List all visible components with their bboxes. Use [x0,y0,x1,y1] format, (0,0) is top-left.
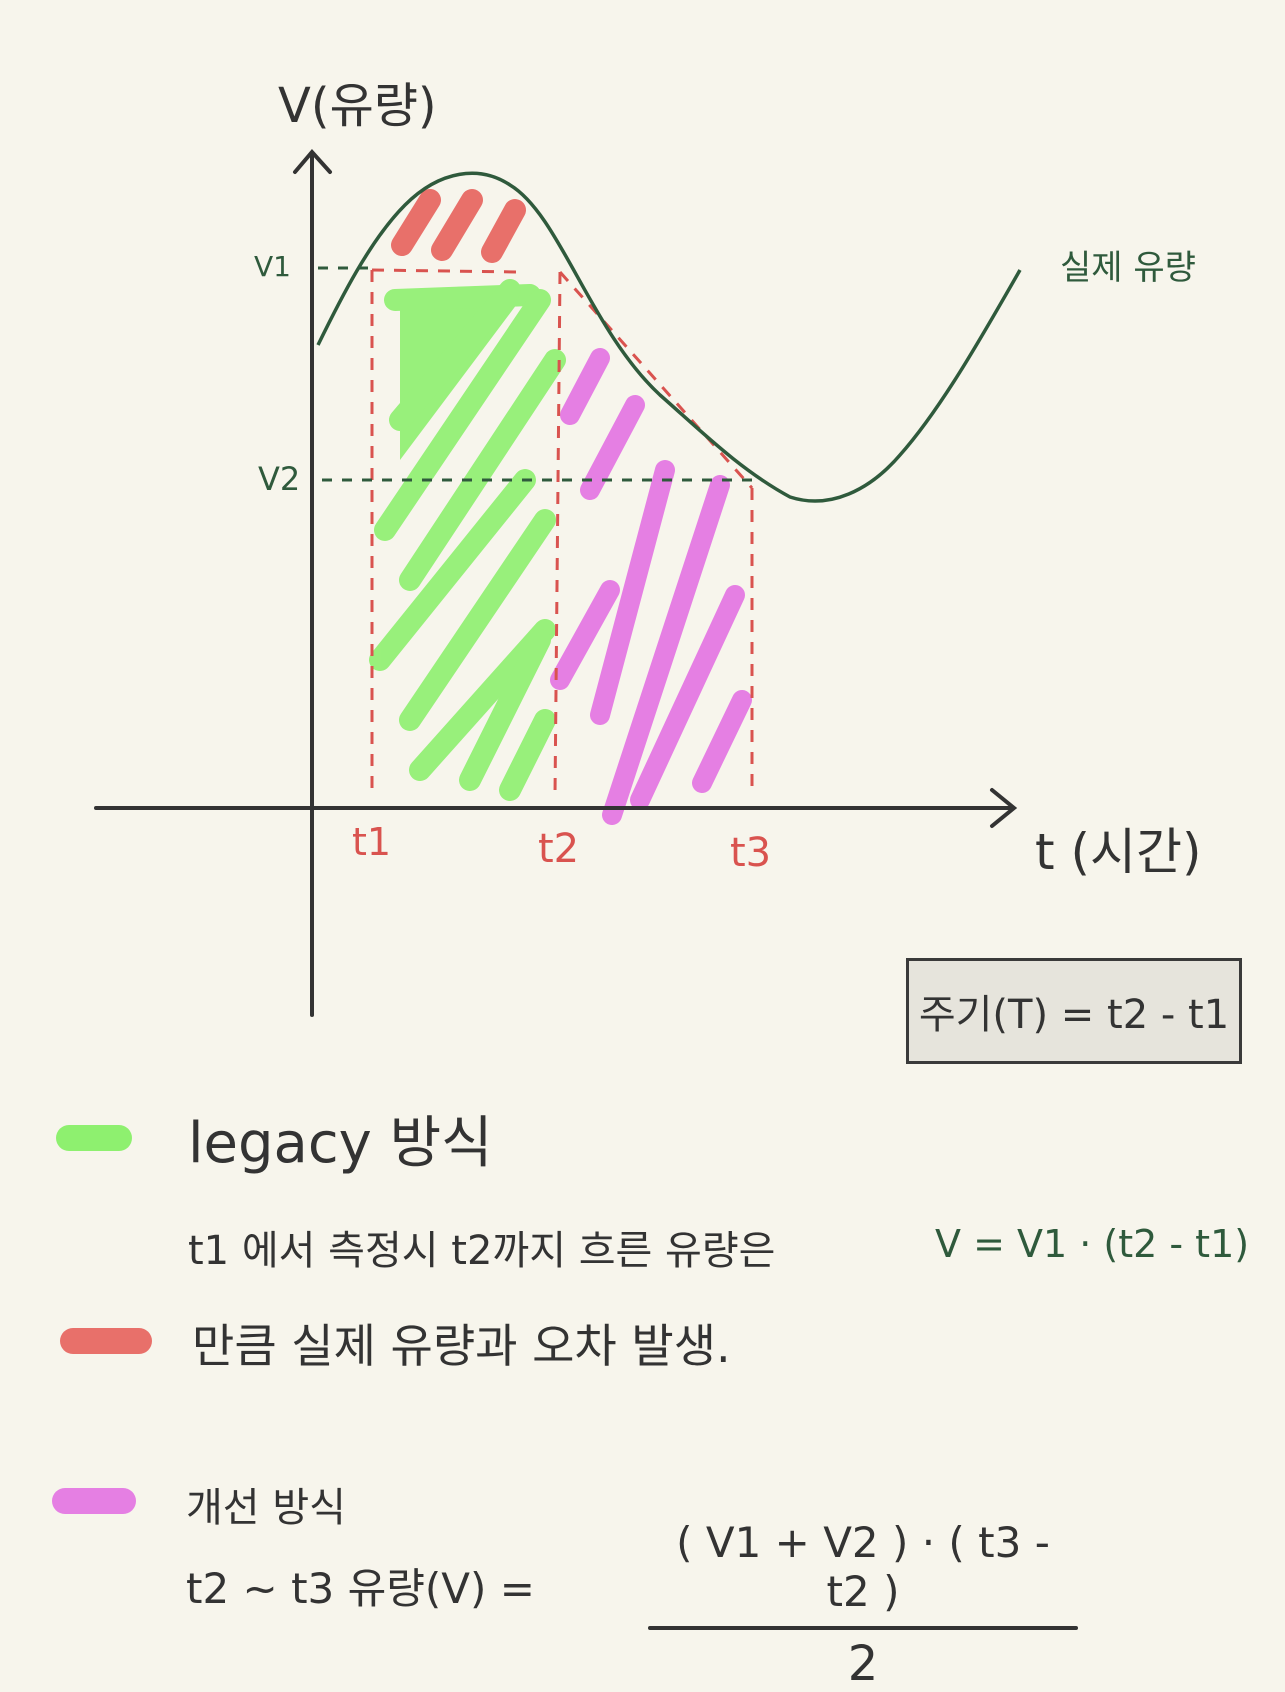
error-desc: 만큼 실제 유량과 오차 발생. [192,1319,731,1373]
real-flow-curve [316,171,1022,503]
period-box: 주기(T) = t2 - t1 [906,958,1242,1064]
x-axis-label: t (시간) [1035,823,1202,881]
improved-lhs: t2 ~ t3 유량(V) = [186,1564,535,1613]
x-tick-t2: t2 [538,826,580,872]
y-tick-v1: V1 [254,250,291,283]
legacy-title: legacy 방식 [188,1111,493,1176]
axes [94,148,1018,1017]
level-lines [318,266,752,482]
improved-title: 개선 방식 [186,1485,346,1531]
legacy-swatch [56,1125,132,1151]
y-axis-arrow [293,148,332,174]
x-tick-t3: t3 [730,830,772,876]
legacy-desc: t1 에서 측정시 t2까지 흐른 유량은 [188,1228,776,1274]
fraction-numerator: ( V1 + V2 ) · ( t3 - t2 ) [676,1518,1050,1616]
measurement-outline [370,268,754,796]
improved-fraction: ( V1 + V2 ) · ( t3 - t2 ) 2 [648,1518,1078,1692]
x-axis-arrow [990,788,1018,828]
fraction-bar [648,1626,1078,1630]
fraction-denominator: 2 [847,1636,879,1692]
legacy-area-hatch [369,279,566,801]
legacy-formula: V = V1 · (t2 - t1) [935,1222,1250,1266]
improved-swatch [52,1488,136,1514]
error-swatch [60,1328,152,1354]
improved-area-hatch [550,348,752,825]
real-flow-label: 실제 유량 [1060,248,1196,288]
x-tick-t1: t1 [352,820,392,864]
y-tick-v2: V2 [258,460,301,498]
error-area-hatch [391,189,526,263]
y-axis-label: V(유량) [278,78,437,134]
